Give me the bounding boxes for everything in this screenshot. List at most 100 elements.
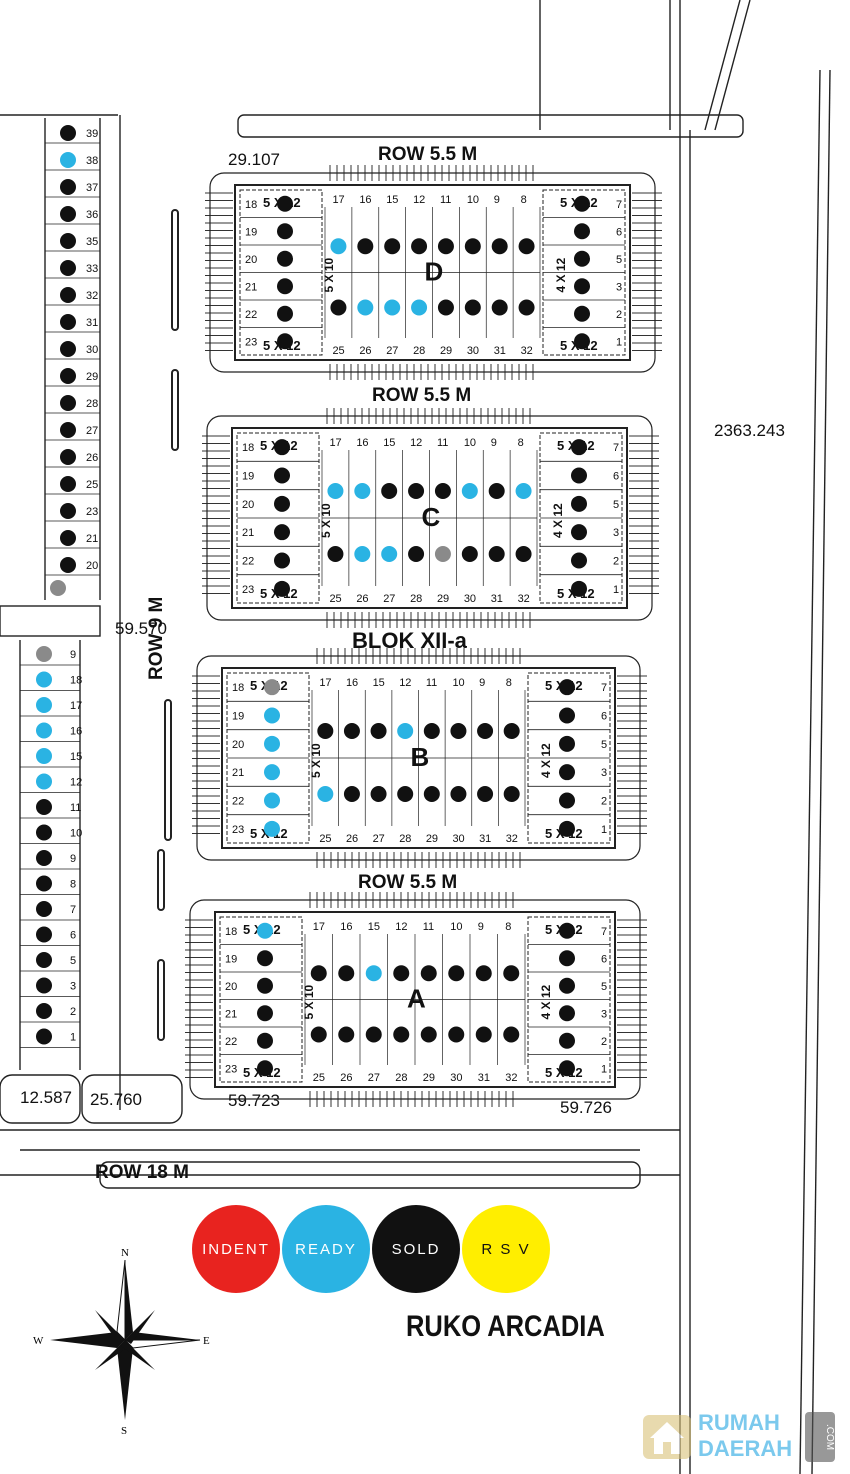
lot-number-left: 20 <box>242 499 254 511</box>
lot-number: 38 <box>86 155 98 167</box>
lot-status-dot <box>437 238 454 255</box>
lot-status-dot <box>384 299 401 316</box>
lot-number: 11 <box>70 802 81 814</box>
lot-number-right: 7 <box>601 682 607 694</box>
lot-status-dot <box>559 820 575 837</box>
lot-number: 8 <box>70 879 76 891</box>
dim-29107: 29.107 <box>228 150 280 169</box>
lot-size-label: 4 X 12 <box>539 743 553 778</box>
lot-number-left: 21 <box>232 767 244 779</box>
lot-number: 3 <box>70 981 76 993</box>
lot-number-bottom: 25 <box>313 1072 325 1084</box>
lot-status-dot <box>60 557 76 573</box>
lot-status-dot <box>338 1026 355 1043</box>
dim-12587: 12.587 <box>20 1088 72 1107</box>
lot-status-dot <box>357 299 374 316</box>
lot-status-dot <box>50 580 66 596</box>
lot-number-bottom: 26 <box>346 833 358 845</box>
lot-number-left: 20 <box>232 739 244 751</box>
lot-status-dot <box>330 238 347 255</box>
lot-status-dot <box>60 476 76 492</box>
lot-number-bottom: 27 <box>383 593 395 605</box>
compass-w: W <box>33 1335 44 1347</box>
lot-status-dot <box>574 250 590 267</box>
lot-number-bottom: 32 <box>505 1072 517 1084</box>
lot-number-bottom: 26 <box>356 593 368 605</box>
block-outline <box>206 415 653 621</box>
lot-status-dot <box>36 722 52 739</box>
lot-status-dot <box>36 952 52 968</box>
lot-size-label: 4 X 12 <box>539 984 553 1019</box>
lot-status-dot <box>60 125 76 141</box>
lot-status-dot <box>36 977 52 994</box>
watermark-line1: RUMAH <box>698 1410 780 1435</box>
lot-number-bottom: 28 <box>410 593 422 605</box>
lot-number: 7 <box>70 904 76 916</box>
lot-number-left: 18 <box>242 442 254 454</box>
lot-number: 35 <box>86 236 98 248</box>
lot-number-left: 20 <box>225 981 237 993</box>
lot-status-dot <box>559 977 575 994</box>
lot-status-dot <box>257 950 273 967</box>
lot-status-dot <box>264 679 280 696</box>
lot-number: 26 <box>86 452 98 464</box>
lot-status-dot <box>60 260 76 276</box>
lot-number-top: 17 <box>329 437 341 449</box>
lot-status-dot <box>411 299 428 316</box>
lot-status-dot <box>477 723 494 739</box>
lot-status-dot <box>60 152 76 168</box>
lot-number-bottom: 29 <box>426 833 438 845</box>
lot-number-bottom: 31 <box>479 833 491 845</box>
compass-e: E <box>203 1335 210 1347</box>
lot-status-dot <box>503 786 520 802</box>
lot-status-dot <box>36 926 52 943</box>
lot-status-dot <box>277 223 293 240</box>
lot-number-right: 2 <box>613 556 619 568</box>
lot-number: 12 <box>70 777 82 789</box>
lot-number-top: 12 <box>413 194 425 206</box>
lot-number: 1 <box>70 1032 76 1044</box>
lot-status-dot <box>343 786 360 802</box>
legend-ready: READY <box>282 1205 370 1293</box>
lot-status-dot <box>503 1026 520 1043</box>
lot-status-dot <box>36 1003 52 1019</box>
lot-number: 15 <box>70 751 82 763</box>
left-column-lots: 3938373635333231302928272625232120918171… <box>20 125 100 1048</box>
lot-number-bottom: 29 <box>440 345 452 357</box>
lot-status-dot <box>475 1026 492 1043</box>
lot-number-right: 1 <box>616 336 622 348</box>
lot-number-right: 5 <box>601 981 607 993</box>
lot-status-dot <box>370 723 387 739</box>
lot-number-left: 19 <box>225 953 237 965</box>
lot-status-dot <box>370 786 387 802</box>
lot-status-dot <box>477 786 494 802</box>
road-label-bottom: ROW 18 M <box>95 1162 189 1183</box>
lot-status-dot <box>559 950 575 967</box>
lot-status-dot <box>310 965 327 982</box>
lot-status-dot <box>357 238 374 255</box>
lot-status-dot <box>488 546 505 562</box>
lot-number-left: 18 <box>245 199 257 211</box>
dim-59723: 59.723 <box>228 1091 280 1110</box>
lot-status-dot <box>571 524 587 541</box>
lot-status-dot <box>571 467 587 484</box>
lot-status-dot <box>434 483 451 499</box>
lot-status-dot <box>338 965 355 982</box>
lot-status-dot <box>60 341 76 357</box>
lot-number-top: 8 <box>506 677 512 689</box>
lot-status-dot <box>423 723 440 739</box>
lot-number-right: 3 <box>613 527 619 539</box>
lot-status-dot <box>264 707 280 724</box>
lot-number: 18 <box>70 675 82 687</box>
lot-status-dot <box>60 314 76 330</box>
lot-status-dot <box>503 723 520 739</box>
lot-number-bottom: 32 <box>521 345 533 357</box>
lot-status-dot <box>408 546 425 562</box>
lot-status-dot <box>503 965 520 982</box>
lot-status-dot <box>274 467 290 484</box>
lot-number-left: 22 <box>232 796 244 808</box>
lot-status-dot <box>381 546 398 562</box>
